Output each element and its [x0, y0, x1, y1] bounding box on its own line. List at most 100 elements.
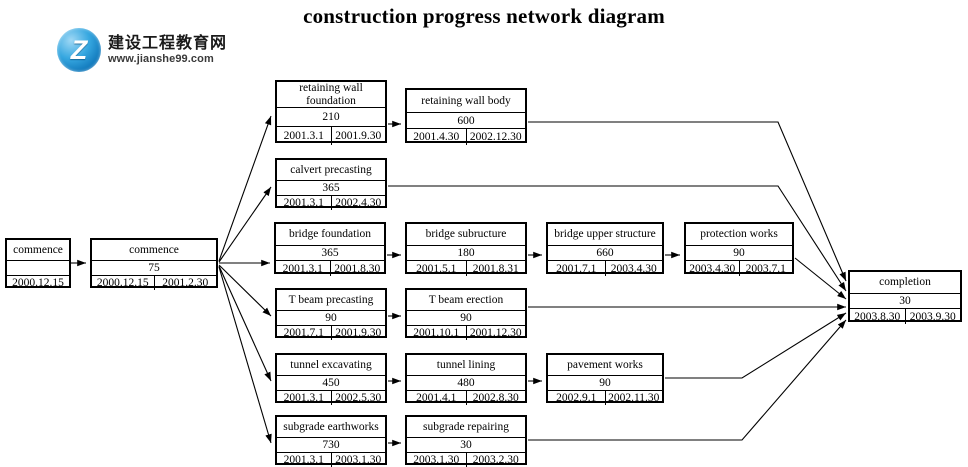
node-start-date: 2001.7.1: [548, 261, 606, 276]
edge-protection-works-to-completion: [794, 257, 847, 300]
node-end-date: 2003.7.1: [745, 262, 786, 275]
node-dates: 2001.7.1 2003.4.30: [548, 261, 662, 276]
node-title: T beam erection: [407, 290, 525, 311]
edge-commence-to-calvert-precasting: [218, 186, 272, 263]
edge-commence-to-t-beam-precasting: [218, 264, 272, 317]
node-duration: 365: [276, 246, 384, 261]
node-end-date: 2003.2.30: [472, 454, 519, 466]
node-end-date: 2001.9.30: [335, 327, 382, 339]
node-title: commence: [7, 240, 69, 261]
edge-commence-to-subgrade-earthworks: [218, 266, 272, 444]
node-start-date: 2001.4.30: [407, 129, 467, 145]
node-title: subgrade earthworks: [277, 417, 385, 438]
node-duration: [7, 261, 69, 276]
node-title: tunnel excavating: [277, 355, 385, 376]
node-duration: 660: [548, 246, 662, 261]
node-duration: 480: [407, 376, 525, 391]
node-end-date: 2002.11.30: [608, 392, 660, 404]
node-end-date: 2002.12.30: [469, 131, 522, 143]
node-end-date: 2001.9.30: [335, 130, 382, 142]
node-title: pavement works: [548, 355, 662, 376]
logo-z-glyph: Z: [70, 34, 88, 65]
node-duration: 30: [407, 438, 525, 453]
edge-commence-to-tunnel-excavating: [218, 265, 272, 382]
edge-pavement-works-to-completion: [665, 312, 847, 379]
node-start-date: 2000.12.15: [92, 276, 155, 290]
node-start-date: 2001.3.1: [277, 391, 332, 405]
edge-calvert-precasting-to-completion: [388, 185, 847, 292]
node-dates: 2000.12.15: [7, 276, 69, 290]
node-end-date: 2003.4.30: [610, 262, 657, 275]
node-end-date: 2002.4.30: [335, 197, 382, 209]
node-start-date: 2001.3.1: [277, 127, 332, 145]
node-commence-start[interactable]: commence 2000.12.15: [5, 238, 71, 290]
node-duration: 365: [277, 181, 385, 196]
node-duration: 30: [850, 294, 960, 309]
node-title: retaining wall foundation: [277, 82, 385, 108]
node-end-date: 2001.8.30: [334, 262, 381, 275]
node-start-date: 2003.8.30: [850, 309, 906, 324]
logo-chinese-name: 建设工程教育网: [108, 33, 228, 53]
logo-text: 建设工程教育网 www.jianshe99.com: [108, 34, 227, 65]
node-dates: 2001.5.1 2001.8.31: [407, 261, 525, 276]
node-title: tunnel lining: [407, 355, 525, 376]
node-duration: 90: [686, 246, 792, 261]
node-duration: 90: [407, 311, 525, 326]
edge-subgrade-repairing-to-completion: [528, 319, 847, 441]
node-end-date: 2002.5.30: [335, 392, 382, 404]
node-duration: 75: [92, 261, 216, 276]
node-end-date: 2003.9.30: [909, 310, 956, 323]
node-dates: 2001.4.1 2002.8.30: [407, 391, 525, 405]
edge-retaining-wall-body-to-completion: [528, 121, 847, 282]
node-start-date: 2001.4.1: [407, 391, 467, 405]
node-duration: 450: [277, 376, 385, 391]
node-title: completion: [850, 272, 960, 294]
node-start-date: 2001.3.1: [277, 196, 332, 210]
node-dates: 2003.4.30 2003.7.1: [686, 261, 792, 276]
node-end-date: 2003.1.30: [335, 454, 382, 466]
node-start-date: 2001.3.1: [276, 261, 331, 276]
node-start-date: 2003.4.30: [686, 261, 740, 276]
node-start-date: 2001.10.1: [407, 326, 467, 340]
node-title: T beam precasting: [277, 290, 385, 311]
node-duration: 210: [277, 108, 385, 127]
node-start-date: 2000.12.15: [12, 277, 64, 289]
node-end-date: 2001.8.31: [472, 262, 519, 275]
node-title: bridge upper structure: [548, 224, 662, 246]
node-start-date: 2001.5.1: [407, 261, 467, 276]
node-end-date: 2002.8.30: [472, 392, 519, 404]
logo-circle-icon: Z: [57, 28, 101, 72]
node-end-date: 2001.12.30: [469, 327, 522, 339]
node-start-date: 2001.7.1: [277, 326, 332, 340]
node-title: subgrade repairing: [407, 417, 525, 438]
edge-commence-to-retaining-wall-foundation: [218, 115, 272, 262]
node-duration: 730: [277, 438, 385, 453]
node-start-date: 2001.3.1: [277, 453, 332, 467]
